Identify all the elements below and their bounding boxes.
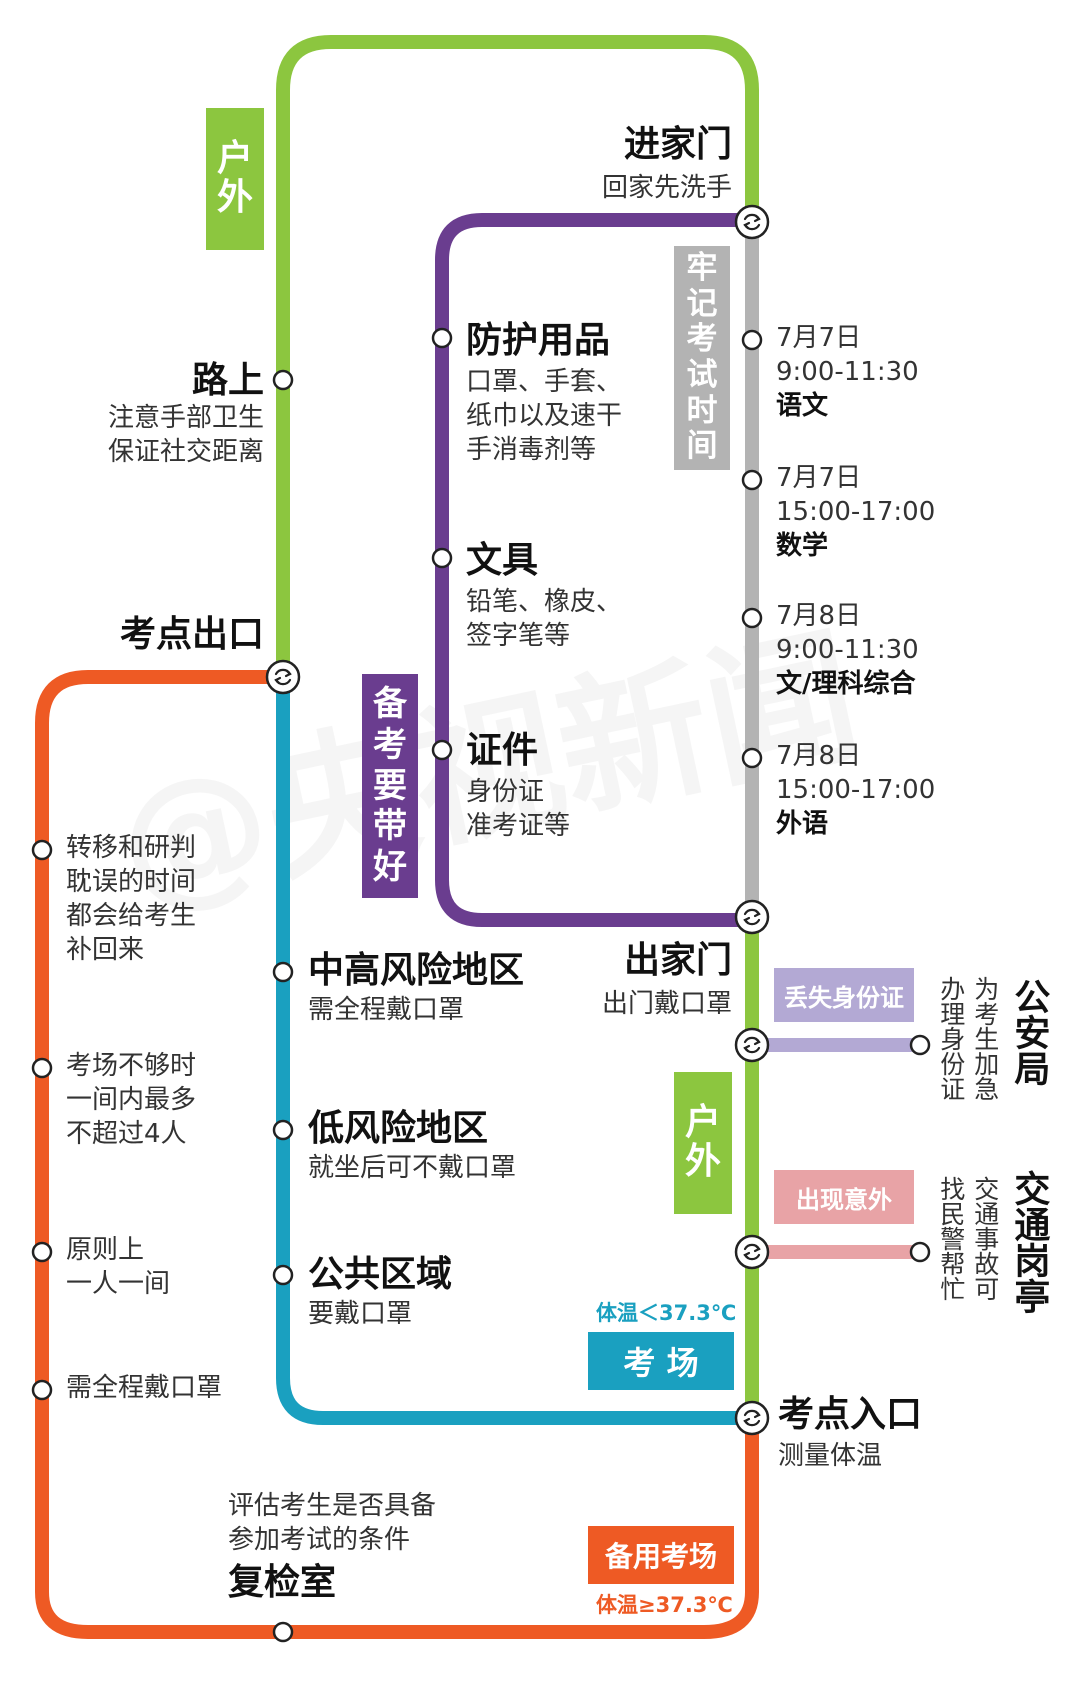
jinjiamen-sub: 回家先洗手 bbox=[601, 173, 732, 203]
left-note-line: 不超过4人 bbox=[66, 1119, 187, 1149]
schedule-date: 7月8日 bbox=[776, 601, 862, 631]
diushi-badge: 丢失身份证 bbox=[774, 968, 914, 1022]
risk-mid-high-title: 中高风险地区 bbox=[308, 950, 525, 991]
wenju-title: 文具 bbox=[466, 540, 539, 581]
station-zhengjian bbox=[431, 739, 453, 761]
left-note-line: 都会给考生 bbox=[66, 901, 197, 931]
risk-low-sub: 就坐后可不戴口罩 bbox=[308, 1153, 517, 1183]
zhengjian-title: 证件 bbox=[466, 730, 539, 771]
station-mid-high-risk bbox=[272, 961, 294, 983]
huwai-mid-label: 户外 bbox=[674, 1072, 732, 1214]
station-schedule-4 bbox=[741, 747, 763, 769]
left-note-line: 原则上 bbox=[66, 1235, 145, 1265]
kaochang-badge: 考 场 bbox=[588, 1332, 734, 1390]
station-schedule-3 bbox=[741, 607, 763, 629]
station-low-risk bbox=[272, 1119, 294, 1141]
station-note-2 bbox=[31, 1057, 53, 1079]
kaodian-rukou-sub: 测量体温 bbox=[778, 1441, 883, 1471]
fujianshi-title: 复检室 bbox=[228, 1562, 337, 1603]
public-area-sub: 要戴口罩 bbox=[308, 1299, 413, 1329]
left-note-line: 补回来 bbox=[66, 935, 145, 965]
transfer-yiwai bbox=[734, 1234, 770, 1270]
gonganju-title: 公安局 bbox=[1008, 978, 1050, 1086]
beiyong-temp: 体温≥37.3℃ bbox=[596, 1593, 733, 1617]
kaodian-chukou-title: 考点出口 bbox=[119, 614, 264, 655]
left-note-line: 一间内最多 bbox=[66, 1085, 197, 1115]
green-route-line bbox=[276, 35, 759, 677]
fanghu-line: 手消毒剂等 bbox=[466, 435, 597, 465]
chujiamen-sub: 出门戴口罩 bbox=[601, 989, 732, 1019]
transfer-kaodian-chukou bbox=[265, 659, 301, 695]
lushang-line: 保证社交距离 bbox=[107, 437, 264, 467]
left-note-line: 一人一间 bbox=[66, 1269, 171, 1299]
left-note-line: 考场不够时 bbox=[66, 1051, 197, 1081]
beiyong-badge: 备用考场 bbox=[588, 1526, 734, 1584]
jiaotong-desc: 找民警帮忙 bbox=[936, 1176, 966, 1301]
schedule-time: 15:00-17:00 bbox=[776, 497, 936, 527]
schedule-time: 9:00-11:30 bbox=[776, 357, 919, 387]
jiaotong-title: 交通岗亭 bbox=[1008, 1170, 1050, 1314]
yiwai-badge: 出现意外 bbox=[774, 1170, 914, 1224]
fanghu-title: 防护用品 bbox=[466, 320, 611, 361]
transfer-jinjiamen bbox=[734, 204, 770, 240]
left-note-line: 需全程戴口罩 bbox=[66, 1373, 223, 1403]
left-note-line: 转移和研判 bbox=[66, 833, 197, 863]
wenju-line: 签字笔等 bbox=[466, 621, 571, 651]
schedule-date: 7月7日 bbox=[776, 323, 862, 353]
station-fanghu bbox=[431, 327, 453, 349]
fujianshi-line: 参加考试的条件 bbox=[228, 1525, 411, 1555]
station-schedule-1 bbox=[741, 329, 763, 351]
zhengjian-line: 身份证 bbox=[466, 777, 545, 807]
station-schedule-2 bbox=[741, 469, 763, 491]
gonganju-desc: 办理身份证 bbox=[936, 976, 966, 1101]
lushang-line: 注意手部卫生 bbox=[107, 403, 264, 433]
station-public-area bbox=[272, 1264, 294, 1286]
schedule-subject: 文/理科综合 bbox=[776, 669, 916, 699]
public-area-title: 公共区域 bbox=[308, 1254, 453, 1295]
wenju-line: 铅笔、橡皮、 bbox=[466, 587, 623, 617]
fujianshi-line: 评估考生是否具备 bbox=[228, 1491, 437, 1521]
schedule-date: 7月7日 bbox=[776, 463, 862, 493]
risk-low-title: 低风险地区 bbox=[308, 1108, 489, 1149]
chujiamen-title: 出家门 bbox=[623, 940, 732, 981]
station-wenju bbox=[431, 547, 453, 569]
station-note-4 bbox=[31, 1379, 53, 1401]
lushang-title: 路上 bbox=[191, 360, 264, 401]
zhengjian-line: 准考证等 bbox=[466, 811, 571, 841]
station-fujianshi bbox=[272, 1621, 294, 1643]
transfer-diushi bbox=[734, 1027, 770, 1063]
station-note-3 bbox=[31, 1241, 53, 1263]
schedule-date: 7月8日 bbox=[776, 741, 862, 771]
kaochang-temp: 体温＜37.3℃ bbox=[596, 1301, 737, 1325]
transfer-icon bbox=[265, 204, 770, 1436]
station-lushang bbox=[272, 369, 294, 391]
schedule-time: 15:00-17:00 bbox=[776, 775, 936, 805]
gonganju-desc: 为考生加急 bbox=[970, 976, 1000, 1101]
jinjiamen-title: 进家门 bbox=[623, 124, 732, 165]
huwai-top-label: 户外 bbox=[206, 108, 264, 250]
station-jiaotong bbox=[909, 1241, 931, 1263]
station-note-1 bbox=[31, 839, 53, 861]
schedule-time: 9:00-11:30 bbox=[776, 635, 919, 665]
fanghu-line: 口罩、手套、 bbox=[466, 367, 623, 397]
kaodian-rukou-title: 考点入口 bbox=[778, 1394, 923, 1435]
purple-route-line bbox=[435, 213, 752, 927]
transfer-kaodian-rukou bbox=[734, 1400, 770, 1436]
jiaotong-desc: 交通事故可 bbox=[970, 1176, 1000, 1301]
station-gonganju bbox=[909, 1034, 931, 1056]
orange-route-line bbox=[35, 670, 759, 1639]
beikao-label: 备考要带好 bbox=[362, 674, 418, 898]
schedule-subject: 数学 bbox=[776, 531, 829, 561]
schedule-subject: 语文 bbox=[776, 391, 829, 421]
risk-mid-high-sub: 需全程戴口罩 bbox=[308, 995, 465, 1025]
schedule-subject: 外语 bbox=[776, 809, 829, 839]
blue-route-line bbox=[276, 677, 752, 1425]
transfer-chujiamen-purple bbox=[734, 899, 770, 935]
laoji-label: 牢记考试时间 bbox=[674, 246, 730, 470]
left-note-line: 耽误的时间 bbox=[66, 867, 197, 897]
fanghu-line: 纸巾以及速干 bbox=[466, 401, 623, 431]
